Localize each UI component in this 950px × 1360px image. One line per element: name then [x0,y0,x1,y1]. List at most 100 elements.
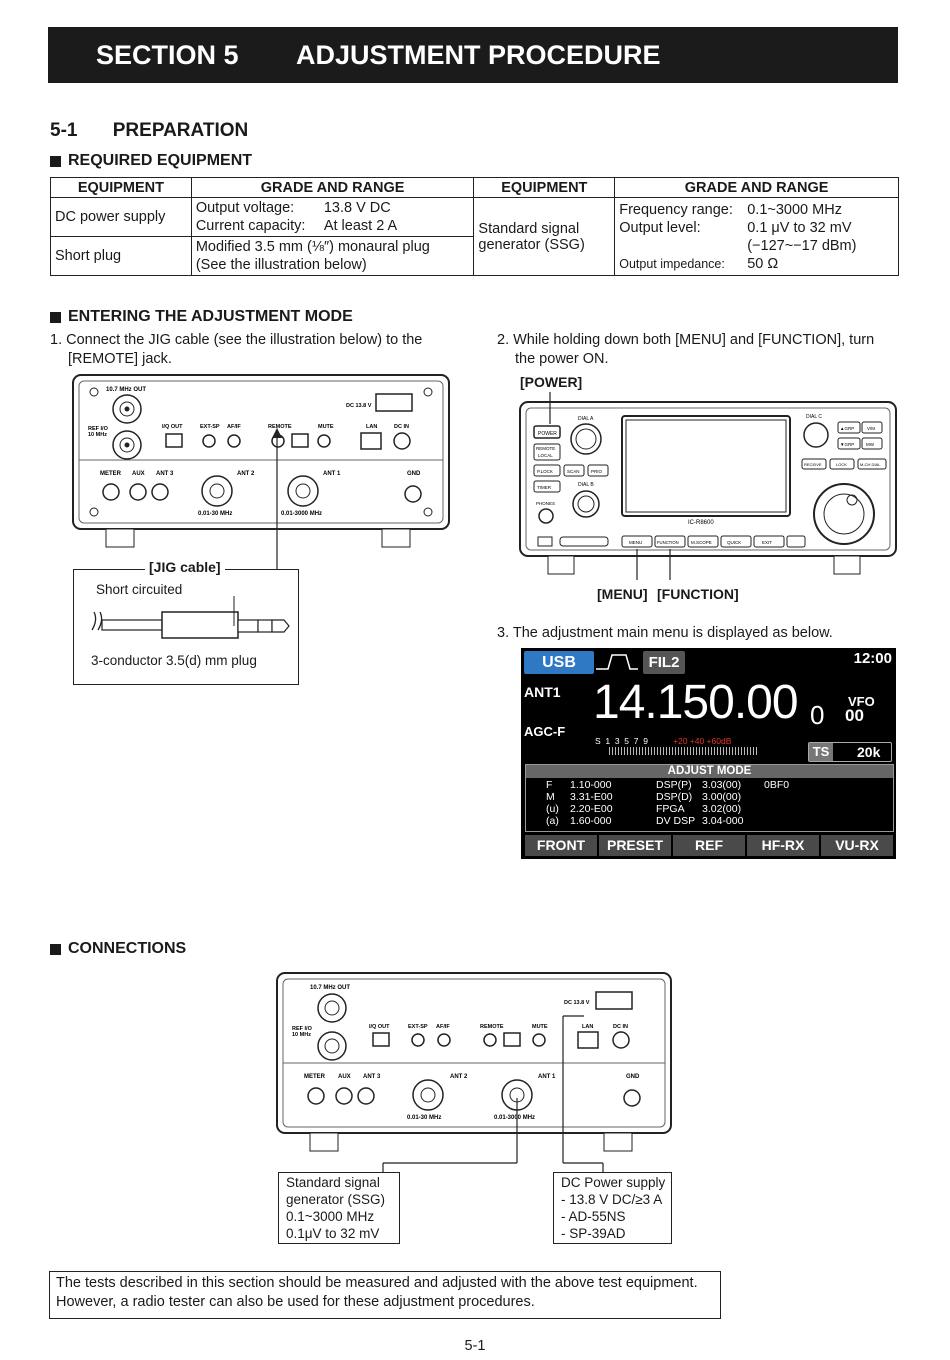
svg-text:RECEIVE: RECEIVE [804,462,822,467]
label-gnd: GND [407,471,421,477]
label-dial-a: DIAL A [578,416,594,422]
label-dial-b: DIAL B [578,482,594,488]
s-meter-over-scale: +20 +40 +60dB [673,736,732,746]
quick-key[interactable] [720,535,752,548]
bottom-key-row: MENU FUNCTION M.SCOPE QUICK EXIT [621,535,806,548]
timer-button[interactable] [533,480,561,493]
menu-label: [MENU] [597,586,648,602]
svg-text:LOCK: LOCK [836,462,847,467]
svg-text:LOCAL: LOCAL [538,453,553,458]
svg-text:REMOTE: REMOTE [480,1024,504,1030]
main-dial-knob[interactable] [813,483,875,545]
rca-jack-icon [357,1087,375,1105]
function-label: [FUNCTION] [657,586,739,602]
antenna-indicator: ANT1 [524,684,561,700]
lock-button[interactable] [829,458,855,470]
exit-key[interactable] [753,535,785,548]
power-label: [POWER] [520,374,583,390]
short-circuited-label: Short circuited [96,582,183,597]
usb-port-icon [372,1032,390,1047]
svg-text:10 MHz: 10 MHz [292,1032,311,1038]
version-cell: DSP(P) [656,779,692,791]
power-button[interactable] [533,425,561,439]
label-aux: AUX [132,471,145,477]
usb-port-icon [165,433,183,448]
svg-text:I/Q OUT: I/Q OUT [369,1024,390,1030]
table-cell: Short plug [50,236,192,276]
svg-text:MW: MW [866,442,875,447]
jack-icon [411,1033,425,1047]
table-header: EQUIPMENT [50,177,192,198]
s-meter-bar [609,747,759,755]
receive-button[interactable] [801,458,827,470]
version-cell: (a) [546,815,559,827]
grp-down-button[interactable] [837,437,861,450]
dc-connector-icon [595,991,633,1010]
label-ant2: ANT 2 [237,471,255,477]
table-cell: Modified 3.5 mm (⅛″) monaural plug (See … [190,236,475,276]
mode-badge: USB [524,651,594,674]
label-dial-c: DIAL C [806,414,822,420]
table-header: EQUIPMENT [473,177,616,198]
tuning-step-box [808,742,892,762]
vm-button[interactable] [861,421,883,434]
plug-label: 3-conductor 3.5(d) mm plug [91,653,257,668]
svg-text:GND: GND [626,1074,640,1080]
fkey-preset[interactable]: PRESET [599,835,671,856]
mch-dial-button[interactable] [857,458,887,470]
version-cell: 0BF0 [764,779,790,791]
jack-icon [483,1033,497,1047]
prio-button[interactable] [587,464,609,477]
mscope-key[interactable] [687,535,719,548]
fkey-ref[interactable]: REF [673,835,745,856]
section-banner: SECTION 5 ADJUSTMENT PROCEDURE [48,27,898,83]
equipment-table: EQUIPMENT GRADE AND RANGE EQUIPMENT GRAD… [50,177,899,276]
remote-local-button[interactable] [533,443,561,461]
display-screen [621,415,791,517]
plug-illustration [91,596,290,639]
version-cell: 3.03(00) [702,779,742,791]
scan-button[interactable] [563,464,585,477]
bullet-square-icon [50,311,61,323]
table-header: GRADE AND RANGE [190,177,475,198]
label-afif: AF/IF [227,424,241,430]
fkey-hf-rx[interactable]: HF-RX [747,835,819,856]
label-range2: 0.01-3000 MHz [281,511,322,517]
ts-label: TS [809,743,833,761]
svg-text:0.01-3000 MHz: 0.01-3000 MHz [494,1115,535,1121]
version-cell [764,791,804,803]
fkey-vu-rx[interactable]: VU-RX [821,835,893,856]
mw-button[interactable] [861,437,883,450]
jig-cable-label: [JIG cable] [145,559,225,575]
version-cell: 1.10-000 [570,779,612,791]
lcd-adjust-mode-screen: USB FIL2 12:00 ANT1 AGC-F 14.150.00 0 VF… [521,648,896,859]
svg-text:METER: METER [304,1074,326,1080]
jack-icon [307,1087,325,1105]
dial-b-knob[interactable] [572,490,600,518]
version-cell: DV DSP [656,815,696,827]
table-cell: DC power supply [50,197,192,237]
dc-power-box: DC Power supply - 13.8 V DC/≥3 A - AD-55… [553,1172,672,1244]
label-phones: PHONES [536,501,555,506]
grp-up-button[interactable] [837,421,861,434]
jack-icon [227,434,241,448]
extra-key[interactable] [786,535,806,548]
table-cell: Output voltage:13.8 V DC Current capacit… [190,197,475,237]
table-header: GRADE AND RANGE [614,177,899,198]
label-iq: I/Q OUT [162,424,183,430]
fkey-front[interactable]: FRONT [525,835,597,856]
plock-button[interactable] [533,464,561,477]
svg-text:AF/IF: AF/IF [436,1024,450,1030]
menu-key[interactable] [621,535,653,548]
svg-text:ANT 3: ANT 3 [363,1074,381,1080]
label-dcin: DC IN [394,424,409,430]
dial-c-knob[interactable] [803,422,829,448]
lan-port-icon [577,1031,599,1049]
frequency-readout: 14.150.00 [593,676,799,729]
filter-shape-icon [596,654,638,670]
function-key[interactable] [654,535,686,548]
dial-a-knob[interactable] [570,423,602,455]
antenna-connector-icon [287,475,319,507]
